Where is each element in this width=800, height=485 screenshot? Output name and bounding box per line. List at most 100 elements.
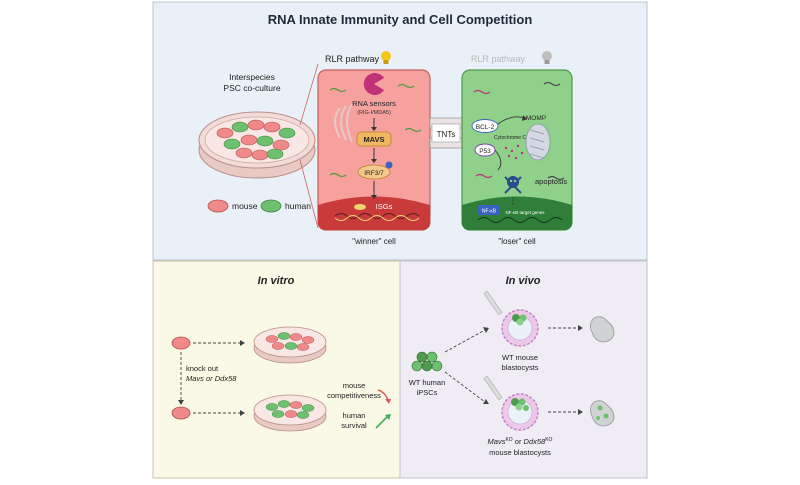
loser-dna bbox=[477, 217, 563, 223]
p53-label: P53 bbox=[479, 148, 491, 155]
nfkb-label: NF-κB bbox=[482, 209, 497, 215]
invitro-panel bbox=[152, 260, 401, 479]
loser-nucleus bbox=[462, 196, 572, 230]
mitochondrion-cristae bbox=[529, 129, 545, 159]
rna-sensor-icon bbox=[363, 73, 384, 96]
figure-title: RNA Innate Immunity and Cell Competition bbox=[268, 12, 533, 27]
coculture-label-line1: Interspecies bbox=[229, 72, 275, 82]
arrow-head bbox=[371, 127, 377, 131]
arrow-up-head bbox=[385, 414, 391, 420]
winner-caption: "winner" cell bbox=[352, 237, 396, 246]
invivo-arrow-up bbox=[444, 329, 486, 353]
arrow-head bbox=[178, 400, 184, 405]
embryo-ko-icon bbox=[590, 400, 615, 427]
invivo-panel bbox=[399, 260, 648, 479]
loser-rna-squiggle bbox=[547, 175, 565, 181]
bcl2-box bbox=[471, 119, 499, 133]
skull-icon bbox=[504, 176, 522, 194]
legend-human-swatch bbox=[260, 199, 282, 213]
cytochrome-dots bbox=[504, 144, 524, 160]
mavs-label: MAVS bbox=[363, 135, 384, 144]
loser-pathway-label: RLR pathway bbox=[471, 54, 526, 64]
bcl2-label: BCL-2 bbox=[476, 124, 495, 131]
human-survival-line2: survival bbox=[341, 421, 367, 430]
arrow-head bbox=[371, 195, 377, 199]
arrow-head bbox=[240, 340, 245, 346]
mouse-competitiveness-line1: mouse bbox=[343, 381, 366, 390]
mavs-box bbox=[356, 131, 392, 147]
loser-rna-squiggle bbox=[475, 173, 493, 179]
invitro-dish-top bbox=[253, 326, 327, 364]
human-survival-line1: human bbox=[343, 411, 366, 420]
irf-box bbox=[357, 164, 391, 180]
invitro-dish-bottom bbox=[253, 394, 327, 432]
arrow-down-icon bbox=[377, 389, 389, 401]
loser-rna-squiggle bbox=[543, 81, 561, 87]
coculture-dish bbox=[198, 111, 316, 179]
zoom-line-bottom bbox=[299, 159, 319, 229]
arrow-head bbox=[522, 115, 527, 121]
arrow-down-head bbox=[385, 399, 391, 404]
zoom-line-top bbox=[299, 63, 319, 126]
winner-dna-strand bbox=[334, 215, 420, 221]
winner-nucleus bbox=[318, 196, 430, 230]
loser-rna-squiggle bbox=[473, 89, 491, 95]
arrow-head bbox=[371, 159, 377, 163]
arrow-head bbox=[578, 325, 583, 331]
loser-caption: "loser" cell bbox=[498, 237, 535, 246]
arrow-head bbox=[483, 399, 489, 404]
rna-sensors-label: RNA sensors bbox=[352, 99, 396, 108]
mitochondrion-icon bbox=[525, 123, 551, 161]
arrow-bcl2-momp bbox=[497, 116, 525, 125]
legend-mouse-label: mouse bbox=[232, 201, 258, 211]
legend-mouse-swatch bbox=[207, 199, 229, 213]
arrow-head bbox=[483, 327, 489, 333]
cytochrome-label: Cytochrome C bbox=[494, 135, 526, 141]
phospho-icon bbox=[385, 161, 393, 169]
blastocyst-ko-icon bbox=[483, 375, 539, 431]
ipsc-label-line1: WT human bbox=[409, 378, 446, 387]
winner-rna-squiggle bbox=[329, 87, 347, 93]
dish-cells bbox=[216, 119, 296, 161]
nfkb-target-label: NF-κB target genes bbox=[505, 210, 545, 215]
wt-blastocyst-line1: WT mouse bbox=[502, 353, 538, 362]
isgs-label: ISGs bbox=[376, 202, 393, 211]
ko-superscript: KO bbox=[545, 437, 552, 443]
ipsc-label-line2: iPSCs bbox=[417, 388, 438, 397]
arrow-head bbox=[578, 409, 583, 415]
embryo-wt-icon bbox=[590, 316, 615, 343]
tnts-box bbox=[431, 123, 461, 143]
invitro-mouse-cell-top bbox=[171, 336, 191, 350]
wt-blastocyst-line2: blastocysts bbox=[501, 363, 538, 372]
arrow-p53 bbox=[494, 149, 502, 171]
apoptosis-label: apoptosis bbox=[535, 177, 567, 186]
ko-blastocyst-line2: mouse blastocysts bbox=[489, 448, 551, 457]
arrow-head bbox=[240, 410, 245, 416]
invivo-title: In vivo bbox=[506, 275, 541, 287]
winner-rna-squiggle bbox=[329, 172, 347, 178]
invitro-mouse-cell-bottom bbox=[171, 406, 191, 420]
momp-label: MOMP bbox=[526, 115, 546, 122]
winner-pathway-label: RLR pathway bbox=[325, 54, 380, 64]
winner-rna-squiggle bbox=[404, 127, 422, 133]
ko-blastocyst-line1: MavsKO or Ddx58KO bbox=[488, 437, 553, 446]
bulb-on-icon bbox=[381, 51, 391, 64]
ko-superscript: KO bbox=[505, 437, 512, 443]
nfkb-box bbox=[478, 205, 500, 215]
legend-human-label: human bbox=[285, 201, 311, 211]
knockout-label-line2: Mavs or Ddx58 bbox=[186, 374, 237, 383]
rna-sensors-sub-label: (RIG-I/MDA5) bbox=[357, 110, 391, 116]
ko-or-text: or bbox=[513, 437, 524, 446]
ipsc-cluster-icon bbox=[411, 351, 443, 372]
winner-rna-squiggle bbox=[397, 83, 415, 89]
mouse-competitiveness-line2: competitiveness bbox=[327, 391, 381, 400]
tnts-label: TNTs bbox=[437, 130, 456, 139]
ko-ddx58-text: Ddx58 bbox=[524, 437, 547, 446]
ko-mavs-text: Mavs bbox=[488, 437, 506, 446]
knockout-label-line1: knock out bbox=[186, 364, 219, 373]
irf-label: IRF3/7 bbox=[364, 170, 384, 177]
invitro-title: In vitro bbox=[258, 275, 295, 287]
isg-marker-icon bbox=[354, 204, 366, 210]
invivo-arrow-down bbox=[444, 371, 486, 403]
